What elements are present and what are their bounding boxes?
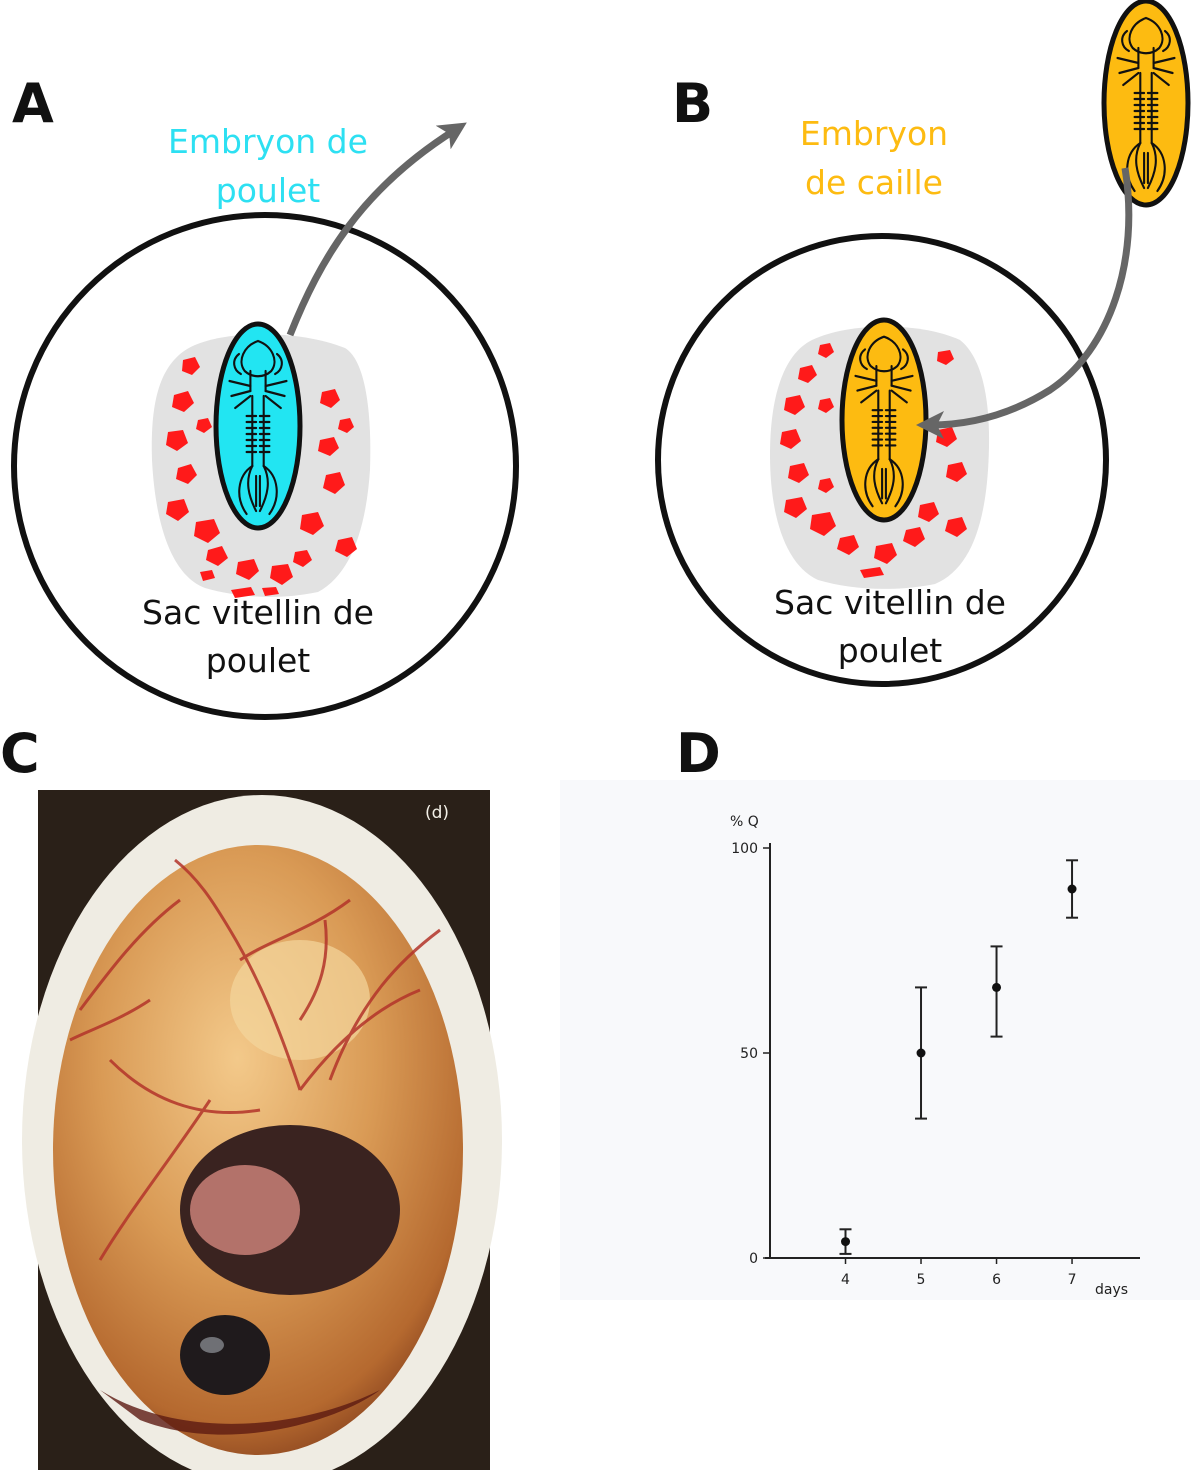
panel-a: A Embryon — [11, 72, 519, 720]
panel-b-yolk-label-2: poulet — [838, 631, 943, 670]
panel-c-pale-yolk-region — [230, 940, 370, 1060]
panel-c-eye-highlight — [200, 1337, 224, 1353]
panel-b-embryo-label-1: Embryon — [800, 114, 948, 153]
panel-b-letter: B — [672, 72, 713, 135]
panel-c-letter: C — [0, 722, 40, 785]
panel-b-quail-embryo — [839, 317, 929, 523]
panel-b-embryo-label-2: de caille — [805, 163, 943, 202]
panel-d-letter: D — [676, 722, 721, 785]
panel-a-yolk-label-2: poulet — [206, 641, 311, 680]
panel-a-chick-embryo — [213, 321, 303, 531]
panel-a-letter: A — [12, 72, 54, 135]
data-point — [1067, 884, 1077, 894]
panel-d-chart: 0 50 100 4 5 6 7 % Q days — [730, 814, 1140, 1298]
panel-a-removal-arrow — [286, 122, 467, 337]
panel-b-donor-quail-embryo — [1101, 0, 1191, 208]
panel-c-photo-tag: (d) — [425, 803, 449, 823]
panel-c-embryo-eye — [180, 1315, 270, 1395]
data-point — [992, 982, 1002, 992]
panel-b: B — [655, 0, 1191, 687]
panel-c: C (d) — [0, 722, 502, 1470]
panel-b-graft-arrow — [916, 167, 1133, 439]
panel-c-blood-vessels — [69, 858, 441, 1261]
y-tick-label: 100 — [731, 841, 758, 857]
data-point — [841, 1237, 851, 1247]
panel-b-yolk-label-1: Sac vitellin de — [774, 583, 1006, 622]
panel-a-yolk-label-1: Sac vitellin de — [142, 593, 374, 632]
panel-d-scan-background — [560, 780, 1200, 1300]
x-tick-label: 4 — [841, 1272, 850, 1288]
y-tick-label: 0 — [749, 1251, 758, 1267]
panel-c-embryo-body — [190, 1165, 300, 1255]
y-tick-label: 50 — [740, 1046, 758, 1062]
panel-c-shell-opening — [100, 1390, 380, 1435]
panel-d: D 0 50 100 4 5 6 7 % Q days — [560, 722, 1200, 1300]
x-tick-label: 5 — [917, 1272, 926, 1288]
x-tick-label: 7 — [1068, 1272, 1077, 1288]
panel-a-embryo-label-2: poulet — [216, 171, 321, 210]
data-point — [916, 1048, 926, 1058]
x-axis-label: days — [1095, 1282, 1128, 1298]
x-tick-label: 6 — [992, 1272, 1001, 1288]
y-axis-label: % Q — [730, 814, 759, 830]
panel-a-embryo-label-1: Embryon de — [168, 122, 368, 161]
panel-a-blood-islands — [166, 357, 357, 598]
